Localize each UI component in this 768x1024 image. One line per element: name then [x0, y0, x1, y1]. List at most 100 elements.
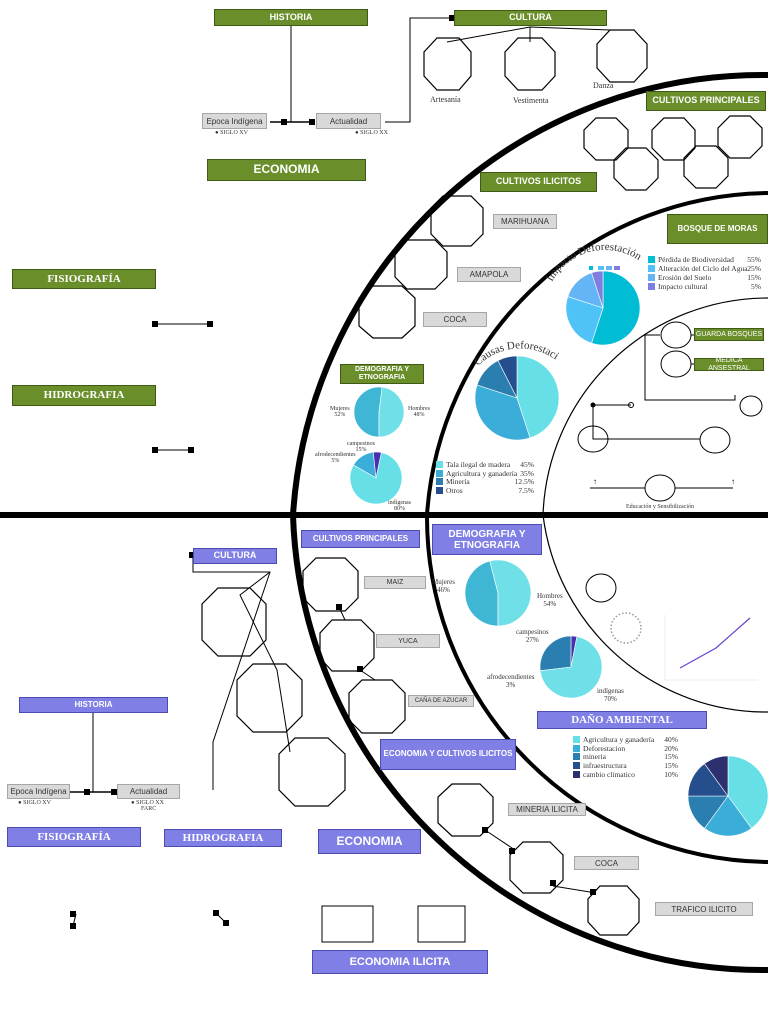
legend-value: 5%	[751, 282, 761, 291]
coca-box-top[interactable]: COCA	[423, 312, 487, 327]
pie-slice-ind-genas	[539, 636, 603, 699]
legend-swatch	[573, 753, 580, 761]
legend-swatch	[648, 265, 655, 272]
octagon-group-top	[358, 29, 763, 339]
cultura-bottom-branch	[239, 571, 291, 753]
cana-box[interactable]: CAÑA DE AZUCAR	[408, 695, 474, 707]
artesania-octagon	[423, 37, 472, 91]
cultivos-principales-box-bottom[interactable]: CULTIVOS PRINCIPALES	[301, 530, 420, 548]
vestimenta-octagon	[504, 37, 556, 91]
legend-label: Agricultura y ganadería	[446, 468, 518, 478]
pie-slice-campesinos	[539, 635, 572, 672]
connector-node	[152, 447, 158, 453]
amapola-octagon	[394, 239, 448, 290]
cultura-octagon	[278, 737, 346, 807]
economia-box-top[interactable]: ECONOMIA	[207, 159, 366, 181]
epoca-box-bottom[interactable]: Epoca Indígena	[7, 784, 70, 799]
legend-value: 20%	[664, 743, 678, 753]
pie-genero-top	[353, 386, 405, 438]
pie-etnia-top	[349, 451, 403, 505]
historia-connector	[270, 25, 292, 123]
cultura-bottom-connector	[192, 555, 271, 790]
hidrografia-box-bottom[interactable]: HIDROGRAFIA	[164, 829, 282, 847]
legend-label: mineria	[583, 752, 606, 762]
connector-node	[189, 552, 195, 558]
guarda-bosques-box[interactable]: GUARDA BOSQUES	[694, 328, 764, 341]
legend-value: 40%	[664, 735, 678, 744]
actualidad-box-bottom[interactable]: Actualidad	[117, 784, 180, 799]
legend-label: Otros	[446, 485, 463, 495]
danza-label: Danza	[593, 81, 614, 90]
yuca-box[interactable]: YUCA	[376, 634, 440, 648]
pie-genero-bottom	[464, 559, 532, 627]
mineria-box[interactable]: MINERIA ILICITA	[508, 803, 586, 816]
cultivos-ilicitos-box[interactable]: CULTIVOS ILICITOS	[480, 172, 597, 192]
pie-etnia-bottom	[539, 635, 603, 699]
pie-slice-cambio-climatico	[704, 755, 729, 797]
epoca-box-top[interactable]: Epoca Indígena	[202, 113, 267, 129]
connector-node	[590, 889, 596, 895]
pie-slice-tala-ilegal-de-madera	[516, 355, 560, 439]
bosque-small-circle	[739, 395, 763, 417]
pie-dano-ambiental	[687, 755, 768, 837]
hidrografia-box-top[interactable]: HIDROGRAFIA	[12, 385, 156, 406]
legend-label: infraestructura	[583, 761, 627, 771]
legend-label: Deforestacion	[583, 743, 626, 753]
economia-box-placeholder	[417, 905, 466, 943]
dano-ambiental-box[interactable]: DAÑO AMBIENTAL	[537, 711, 707, 729]
medica-ansestral-box[interactable]: MEDICA ANSESTRAL	[694, 357, 764, 372]
educacion-circle	[644, 474, 676, 502]
demografia-box-top[interactable]: DEMOGRAFIA Y ETNOGRAFIA	[340, 364, 424, 384]
bosque-circle-left	[577, 425, 609, 453]
legend-swatch	[648, 283, 655, 290]
connector-node	[449, 15, 455, 21]
legend-item: Deforestacion 20%	[573, 744, 678, 753]
legend-label: Pérdida de Biodiversidad	[658, 255, 734, 264]
connector-node	[281, 119, 287, 125]
cultivos-principales-box-top[interactable]: CULTIVOS PRINCIPALES	[646, 91, 766, 111]
cultura-box-top[interactable]: CULTURA	[454, 10, 607, 26]
fisiografia-box-bottom[interactable]: FISIOGRAFÍA	[7, 827, 141, 847]
cultivo-octagon	[717, 115, 763, 159]
connector-node	[357, 666, 363, 672]
economia-cultivos-ilicitos-box[interactable]: ECONOMIA Y CULTIVOS ILICITOS	[380, 739, 516, 770]
pie-slice-mujeres	[353, 386, 383, 438]
historia-box-bottom[interactable]: HISTORIA	[19, 697, 168, 713]
coca-box-bottom[interactable]: COCA	[574, 856, 639, 870]
maiz-box[interactable]: MAIZ	[364, 576, 426, 589]
cultura-box-bottom[interactable]: CULTURA	[193, 548, 277, 564]
trafico-box[interactable]: TRAFICO ILICITO	[655, 902, 753, 916]
bosque-details	[577, 321, 763, 502]
medica-circle	[660, 350, 692, 378]
economia-ilicita-box[interactable]: ECONOMIA ILICITA	[312, 950, 488, 974]
marihuana-box[interactable]: MARIHUANA	[493, 214, 557, 229]
cultivo-octagon	[613, 147, 659, 191]
historia-box-top[interactable]: HISTORIA	[214, 9, 368, 26]
danza-octagon	[596, 29, 648, 83]
legend-label: cambio climatico	[583, 769, 635, 779]
demografia-box-bottom[interactable]: DEMOGRAFIA Y ETNOGRAFIA	[432, 524, 542, 555]
economia-box-bottom[interactable]: ECONOMIA	[318, 829, 421, 854]
legend-swatch	[648, 274, 655, 281]
amapola-box[interactable]: AMAPOLA	[457, 267, 521, 282]
pie-slice-p-rdida-de-biodiversidad	[591, 270, 641, 346]
actualidad-sub-top: ● SIGLO XX	[355, 130, 388, 136]
yuca-octagon	[319, 619, 375, 672]
bosque-moras-box[interactable]: BOSQUE DE MORAS	[667, 214, 768, 244]
hidro-bottom-connector	[213, 910, 229, 926]
marihuana-octagon	[430, 195, 484, 247]
artesania-label: Artesanía	[430, 95, 461, 104]
fisiografia-box-top[interactable]: FISIOGRAFÍA	[12, 269, 156, 289]
cultura-octagon	[236, 663, 303, 733]
pie-slice-agricultura-y-ganader-a	[474, 384, 531, 441]
actualidad-box-top[interactable]: Actualidad	[316, 113, 381, 129]
